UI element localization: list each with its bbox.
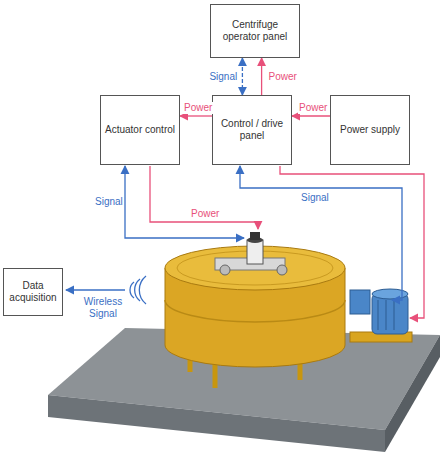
connector xyxy=(180,115,212,116)
box-text: Centrifuge operator panel xyxy=(211,19,299,43)
signal-label: Signal xyxy=(300,192,330,204)
edge-label: Power xyxy=(298,102,328,114)
process-box: Data acquisition xyxy=(3,268,63,316)
edge-label: Signal xyxy=(208,71,238,83)
box-text: Actuator control xyxy=(102,124,178,136)
edge-label: Power xyxy=(268,71,298,83)
edge-label: Power xyxy=(183,102,213,114)
process-box: Actuator control xyxy=(100,95,180,165)
wires xyxy=(125,166,424,318)
box-text: Control / drive panel xyxy=(213,118,291,142)
process-box: Centrifuge operator panel xyxy=(210,4,300,58)
signal-label: Signal xyxy=(94,196,124,208)
wireless-label: Wireless Signal xyxy=(80,296,126,320)
connector xyxy=(261,58,262,95)
actuator xyxy=(247,232,263,264)
motor xyxy=(350,289,412,342)
connector xyxy=(292,115,330,116)
connector xyxy=(242,58,243,95)
process-box: Power supply xyxy=(330,95,410,165)
box-text: Data acquisition xyxy=(4,280,62,304)
box-text: Power supply xyxy=(337,124,403,136)
process-box: Control / drive panel xyxy=(212,95,292,165)
power-label: Power xyxy=(190,208,220,220)
